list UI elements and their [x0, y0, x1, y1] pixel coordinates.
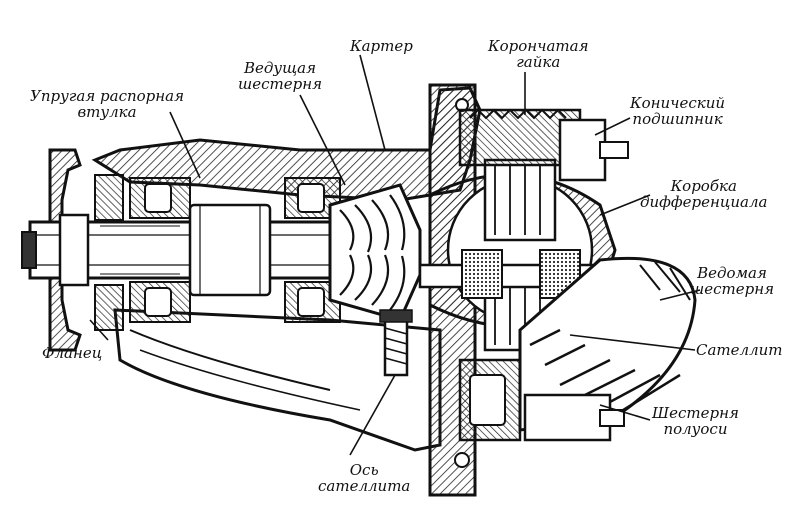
label-diff-box: Коробка дифференциала [640, 177, 768, 211]
label-conical-bearing: Конический подшипник [630, 94, 726, 128]
label-karter: Картер [350, 37, 413, 55]
label-flange: Фланец [42, 344, 103, 362]
satellite-axis-bolt [379, 309, 413, 377]
label-axle-gear: Шестерня полуоси [652, 404, 739, 438]
drive-pinion [328, 183, 422, 322]
drive-flange [48, 148, 82, 352]
lower-bearing [458, 358, 522, 442]
label-satellite: Сателлит [696, 341, 783, 359]
upper-bearing [458, 108, 629, 182]
ring-gear [518, 256, 697, 432]
housing-skirt [113, 308, 442, 452]
label-satellite-axis: Ось сателлита [318, 461, 411, 495]
label-driven-gear: Ведомая шестерня [690, 264, 775, 298]
leader-lines [89, 54, 701, 456]
label-drive-gear: Ведущая шестерня [238, 59, 323, 93]
label-spacer-sleeve: Упругая распорная втулка [30, 87, 185, 121]
label-crown-nut: Корончатая гайка [488, 37, 589, 71]
